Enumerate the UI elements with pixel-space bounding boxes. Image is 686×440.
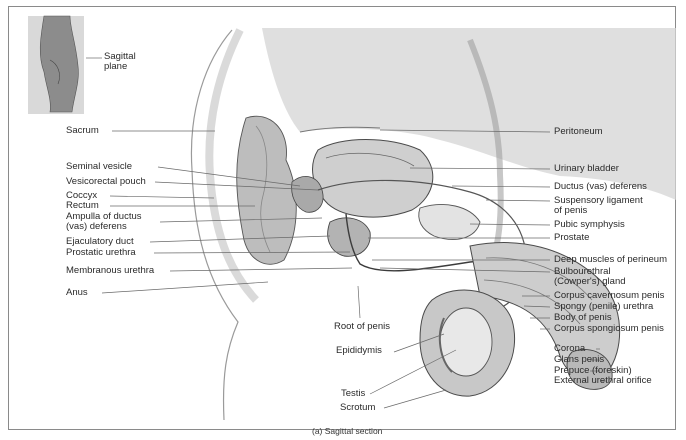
label-seminal-vesicle: Seminal vesicle xyxy=(66,162,132,172)
label-deep-muscles: Deep muscles of perineum xyxy=(554,255,667,265)
label-ampulla: Ampulla of ductus (vas) deferens xyxy=(66,212,142,232)
label-prostate: Prostate xyxy=(554,233,589,243)
rectum-shape xyxy=(237,116,297,264)
urinary-bladder-shape xyxy=(313,140,433,218)
label-prostatic-urethra: Prostatic urethra xyxy=(66,248,136,258)
label-glans-penis: Glans penis xyxy=(554,355,604,365)
label-corpus-cavernosum: Corpus cavernosum penis xyxy=(554,291,664,301)
pubic-symphysis-shape xyxy=(419,204,480,239)
label-ejaculatory-duct: Ejaculatory duct xyxy=(66,237,134,247)
label-membranous-urethra: Membranous urethra xyxy=(66,266,154,276)
label-urinary-bladder: Urinary bladder xyxy=(554,164,619,174)
label-corona: Corona xyxy=(554,344,585,354)
label-anus: Anus xyxy=(66,288,88,298)
figure-caption: (a) Sagittal section xyxy=(312,426,382,436)
label-corpus-spongiosum: Corpus spongiosum penis xyxy=(554,324,664,334)
label-peritoneum: Peritoneum xyxy=(554,127,603,137)
label-testis: Testis xyxy=(341,389,365,399)
inset-sagittal-plane xyxy=(28,16,84,114)
label-rectum: Rectum xyxy=(66,201,99,211)
label-epididymis: Epididymis xyxy=(336,346,382,356)
label-root-of-penis: Root of penis xyxy=(334,322,390,332)
label-body-of-penis: Body of penis xyxy=(554,313,612,323)
label-vesicorectal-pouch: Vesicorectal pouch xyxy=(66,177,146,187)
label-ductus-deferens: Ductus (vas) deferens xyxy=(554,182,647,192)
label-bulbourethral-gland: Bulbourethral (Cowper's) gland xyxy=(554,267,626,287)
label-pubic-symphysis: Pubic symphysis xyxy=(554,220,625,230)
label-spongy-urethra: Spongy (penile) urethra xyxy=(554,302,653,312)
label-external-urethral-orifice: External urethral orifice xyxy=(554,376,652,386)
label-sagittal-plane: Sagittal plane xyxy=(104,52,136,72)
label-sacrum: Sacrum xyxy=(66,126,99,136)
label-scrotum: Scrotum xyxy=(340,403,375,413)
label-suspensory-ligament: Suspensory ligament of penis xyxy=(554,196,643,216)
